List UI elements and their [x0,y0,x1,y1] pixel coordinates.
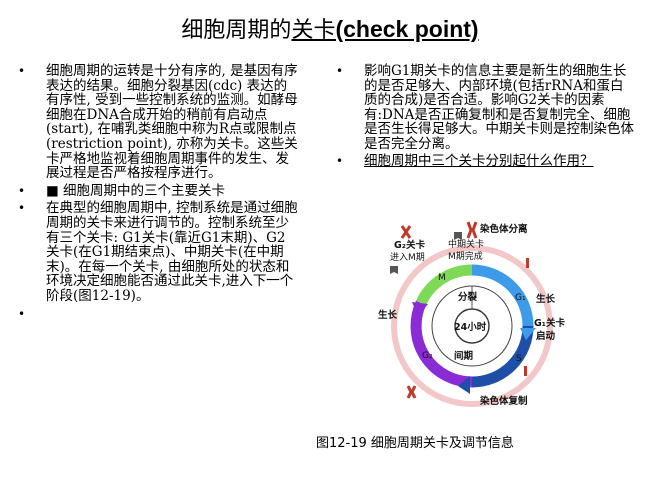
g2-arc [410,300,473,388]
label-start: 启动 [536,330,556,342]
bullet-icon: • [336,64,344,78]
paragraph-checkpoint-factors: 影响G1期关卡的信息主要是新生的细胞生长的是否足够大、内部环境(包括rRNA和蛋… [364,63,634,152]
question-link[interactable]: 细胞周期中三个关卡分别起什么作用？ [364,152,594,169]
label-chromosome-separation: 染色体分离 [479,223,528,235]
label-g1: G₁ [515,293,526,303]
bullet-icon: • [18,201,26,216]
label-metaphase-checkpoint: 中期关卡 [448,238,484,250]
label-division: 分裂 [458,291,478,303]
paragraph-checkpoint-control: 在典型的细胞周期中, 控制系统是通过细胞周期的关卡来进行调节的。控制系统至少有三… [46,200,298,304]
label-s: S [516,354,522,364]
list-item: • ■ 细胞周期中的三个主要关卡 [18,184,298,199]
page-title: 细胞周期的关卡(check point) [0,12,660,44]
list-item: • 细胞周期的运转是十分有序的, 是基因有序表达的结果。细胞分裂基因(cdc) … [18,64,298,181]
cell-cycle-diagram: 染色体分离 中期关卡 M期完成 G₂关卡 进入M期 M 分裂 24小时 间期 生… [378,221,565,407]
label-g2: G₂ [422,351,433,361]
heading-three-checkpoints: ■ 细胞周期中的三个主要关卡 [46,182,226,199]
chromosome-icon [524,366,527,376]
figure-caption: 图12-19 细胞周期关卡及调节信息 [316,436,514,451]
list-item: • 在典型的细胞周期中, 控制系统是通过细胞周期的关卡来进行调节的。控制系统至少… [18,201,298,303]
label-24h: 24小时 [454,321,487,333]
left-column: • 细胞周期的运转是十分有序的, 是基因有序表达的结果。细胞分裂基因(cdc) … [18,64,298,321]
title-part-2: 关卡 [291,18,336,43]
arrow-icon [520,328,536,340]
chromosome-separation-icon [466,221,478,239]
label-growth-left: 生长 [378,309,398,321]
title-part-1: 细胞周期的 [181,18,292,43]
flag-icon [390,266,398,274]
label-g1-checkpoint: G₁关卡 [534,317,565,329]
label-growth-right: 生长 [536,293,556,305]
right-column: • 影响G1期关卡的信息主要是新生的细胞生长的是否足够大、内部环境(包括rRNA… [336,64,636,172]
label-dna-replication: 染色体复制 [479,395,528,407]
list-item: • 细胞周期中三个关卡分别起什么作用？ [336,152,636,169]
bullet-icon: • [336,153,344,168]
chromosome-replication-icon [406,385,417,399]
chromosome-g2-icon [400,225,412,239]
paragraph-checkpoint-intro: 细胞周期的运转是十分有序的, 是基因有序表达的结果。细胞分裂基因(cdc) 表达… [46,63,298,182]
bullet-icon: • [18,64,26,78]
list-item: • 影响G1期关卡的信息主要是新生的细胞生长的是否足够大、内部环境(包括rRNA… [336,64,636,152]
outer-ring [391,245,553,407]
g1-arc [471,264,534,327]
label-interphase: 间期 [454,350,473,362]
bullet-icon: • [18,306,26,321]
arrow-icon [412,302,428,316]
arrow-icon [458,376,470,394]
label-enter-m: 进入M期 [390,252,425,263]
m-arc [415,264,473,306]
label-g2-checkpoint: G₂关卡 [394,239,425,251]
flag-icon [454,232,462,240]
label-m-complete: M期完成 [448,250,483,262]
bullet-icon: • [18,183,26,198]
chromosome-icon [526,258,529,268]
title-part-3: (check point) [335,16,479,42]
label-m: M [438,273,446,283]
